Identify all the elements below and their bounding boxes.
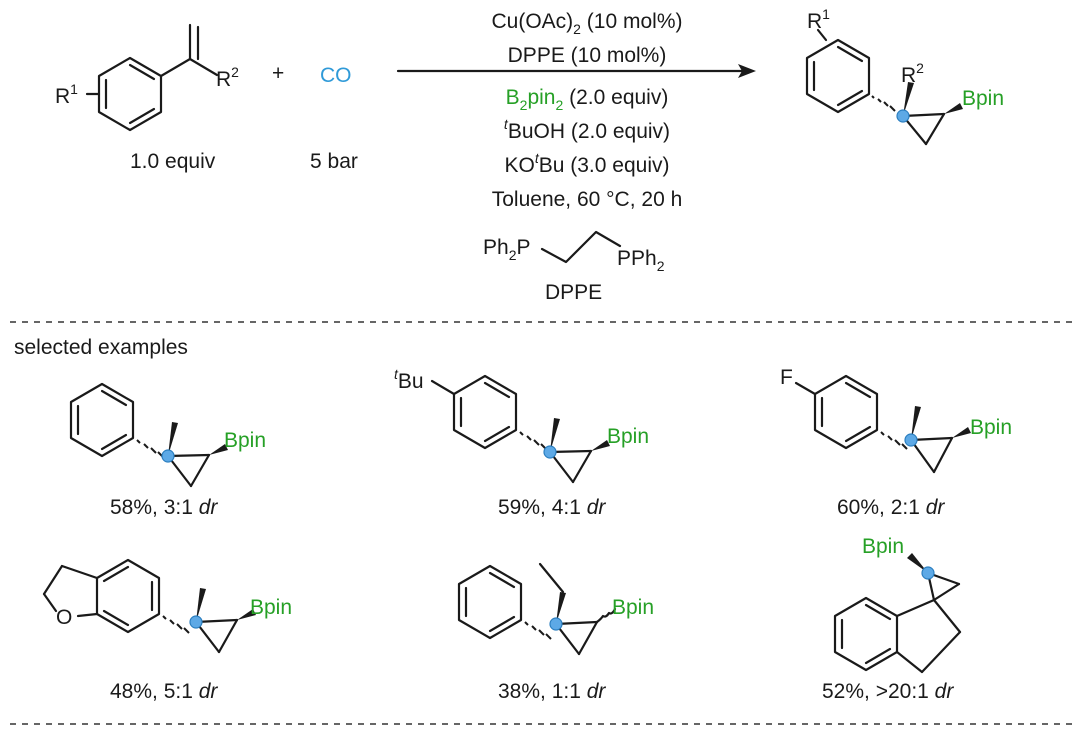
dppe-structure: Ph2P PPh2 DPPE — [483, 230, 665, 304]
example-3-structure — [794, 374, 971, 474]
example-6-result: 52%, >20:1 dr — [822, 680, 954, 703]
product-r2-label: R — [901, 64, 916, 87]
reaction-arrow — [396, 64, 756, 78]
example-4-bpin: Bpin — [250, 596, 292, 619]
product-bpin-label: Bpin — [962, 87, 1004, 110]
example-4-result: 48%, 5:1 dr — [110, 680, 218, 703]
product-r1-label: R — [807, 10, 822, 33]
example-2-substituent: tBu — [394, 366, 424, 393]
product-r1-superscript: 1 — [822, 6, 830, 22]
examples-header: selected examples — [14, 336, 188, 359]
substrate-r2-superscript: 2 — [231, 64, 239, 80]
svg-text:R1: R1 — [807, 6, 830, 33]
example-2-result: 59%, 4:1 dr — [498, 496, 606, 519]
dppe-left-ph: Ph — [483, 236, 509, 259]
example-1-bpin: Bpin — [224, 429, 266, 452]
condition-base: KOtBu (3.0 equiv) — [505, 150, 670, 177]
example-3-result: 60%, 2:1 dr — [837, 496, 945, 519]
plus-sign: + — [272, 62, 284, 85]
example-1-structure — [69, 382, 228, 488]
example-3-bpin: Bpin — [970, 416, 1012, 439]
substrate-amount: 1.0 equiv — [130, 150, 216, 173]
substrate-r1-superscript: 1 — [70, 81, 78, 97]
example-6-structure — [833, 553, 962, 674]
example-4-structure — [42, 558, 256, 654]
example-3-substituent: F — [780, 366, 793, 389]
example-4-oxygen: O — [56, 606, 72, 629]
example-2-structure — [430, 374, 610, 484]
svg-text:R1: R1 — [55, 81, 78, 108]
svg-text:R2: R2 — [901, 60, 924, 87]
svg-text:PPh2: PPh2 — [617, 247, 665, 274]
example-5-result: 38%, 1:1 dr — [498, 680, 606, 703]
example-5-bpin: Bpin — [612, 596, 654, 619]
reaction-conditions: Cu(OAc)2 (10 mol%) DPPE (10 mol%) B2pin2… — [491, 10, 682, 211]
condition-boron: B2pin2 (2.0 equiv) — [506, 86, 669, 113]
product-r2-superscript: 2 — [916, 60, 924, 76]
dppe-right-pph: PPh — [617, 247, 657, 270]
product-structure — [805, 28, 963, 146]
example-1-result: 58%, 3:1 dr — [110, 496, 218, 519]
example-6-bpin: Bpin — [862, 535, 904, 558]
substrate-structure — [85, 23, 219, 132]
co-pressure: 5 bar — [310, 150, 358, 173]
co-label: CO — [320, 64, 352, 87]
condition-catalyst: Cu(OAc)2 (10 mol%) — [491, 10, 682, 37]
condition-solvent: Toluene, 60 °C, 20 h — [492, 188, 683, 211]
condition-ligand: DPPE (10 mol%) — [508, 44, 667, 67]
svg-text:R2: R2 — [216, 64, 239, 91]
substrate-r1-label: R — [55, 85, 70, 108]
example-5-structure — [457, 562, 617, 656]
condition-alcohol: tBuOH (2.0 equiv) — [504, 116, 670, 143]
example-2-bpin: Bpin — [607, 425, 649, 448]
svg-text:Ph2P: Ph2P — [483, 236, 531, 263]
substrate-r2-label: R — [216, 68, 231, 91]
dppe-label: DPPE — [545, 281, 602, 304]
